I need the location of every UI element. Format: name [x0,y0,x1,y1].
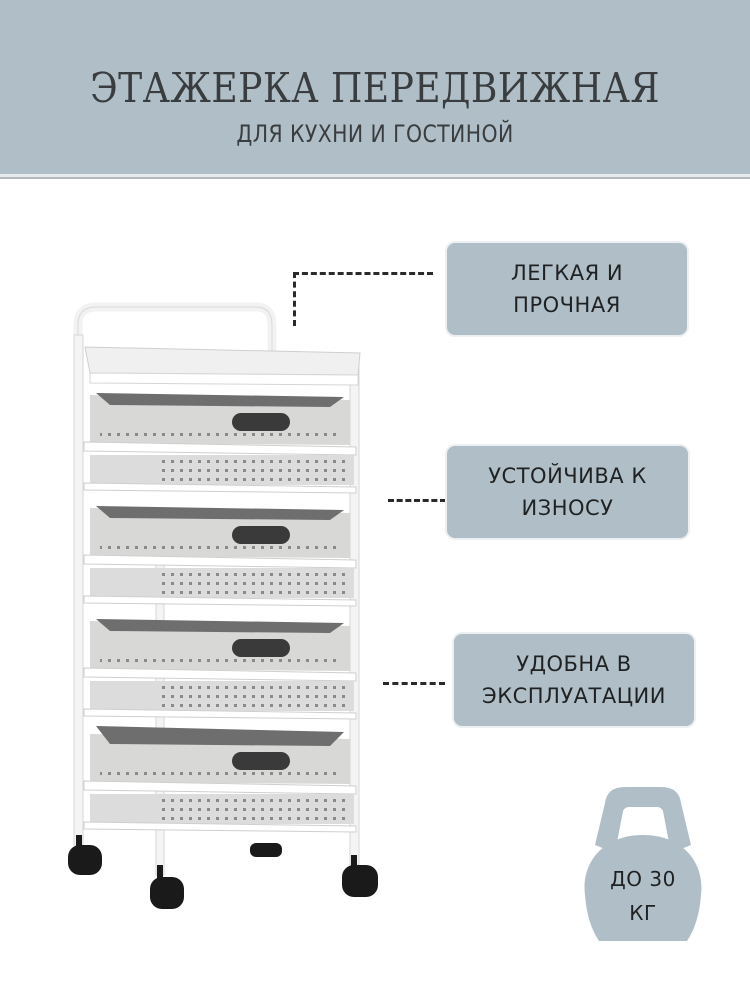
basket-3 [83,619,357,720]
feature-label: ИЗНОСУ [521,496,614,520]
weight-limit-label: ДО 30 КГ [610,867,676,925]
basket-1 [83,393,357,494]
feature-label: ЭКСПЛУАТАЦИИ [482,684,666,708]
feature-badge-easy-use: УДОБНА В ЭКСПЛУАТАЦИИ [454,634,694,726]
feature-label: ПРОЧНАЯ [513,293,621,317]
page-title: ЭТАЖЕРКА ПЕРЕДВИЖНАЯ [90,64,660,112]
connector-line-2 [388,499,446,502]
basket-2 [83,506,357,607]
feature-label: УДОБНА В [516,652,632,676]
feature-label: ЛЕГКАЯ И [510,261,624,285]
connector-line-1 [293,272,433,275]
feature-badge-light-strong: ЛЕГКАЯ И ПРОЧНАЯ [447,243,687,335]
feature-label: УСТОЙЧИВА К [488,464,647,488]
connector-line-1-vertical [293,272,296,326]
basket-4 [83,726,357,833]
product-image-rolling-cart [68,302,378,909]
header-banner [0,0,750,174]
header-divider [0,174,750,179]
kettlebell-icon [584,787,702,941]
connector-line-3 [383,682,445,685]
feature-badge-wear-resistant: УСТОЙЧИВА К ИЗНОСУ [447,446,688,538]
page-subtitle: ДЛЯ КУХНИ И ГОСТИНОЙ [236,120,514,148]
wheel-icon [68,835,378,909]
